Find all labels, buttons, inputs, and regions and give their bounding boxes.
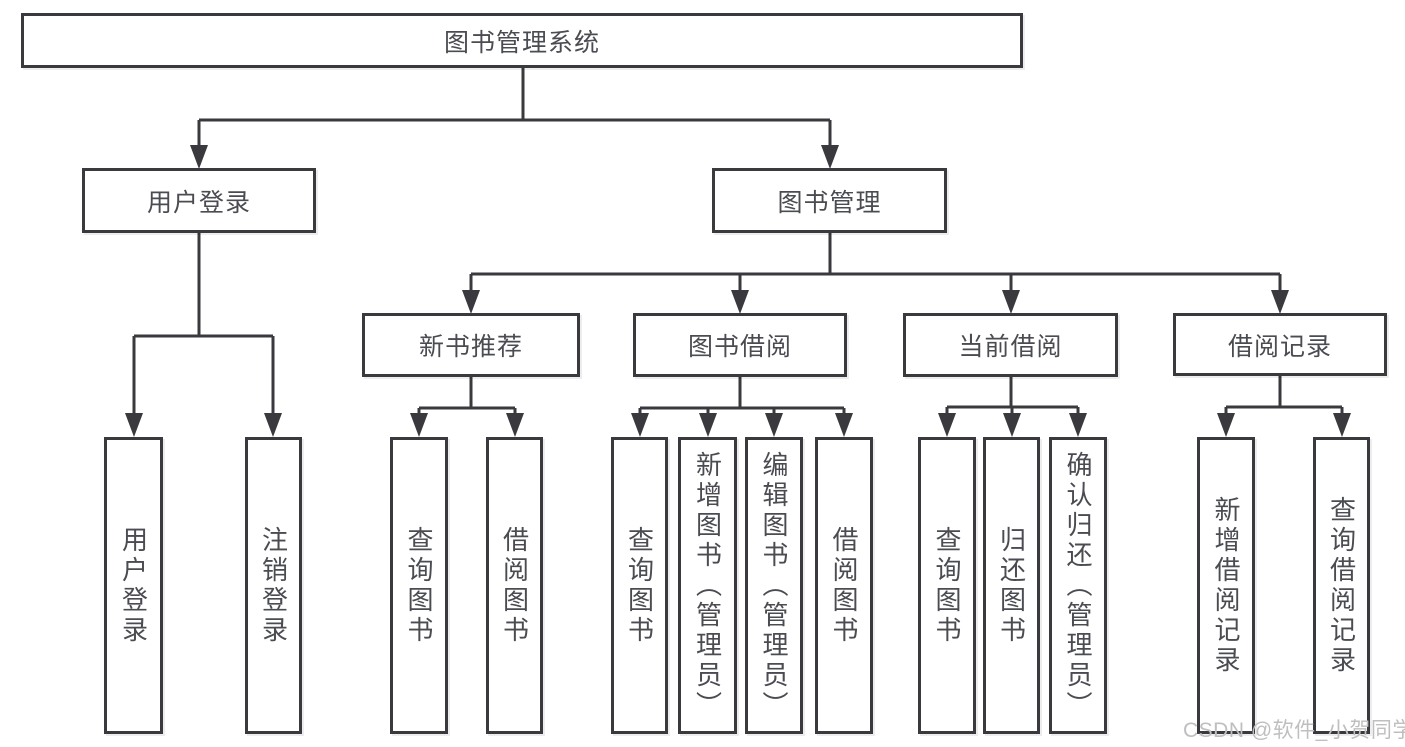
leaf-borrow-books-borrowing: 借阅图书 — [815, 437, 873, 734]
node-user-login: 用户登录 — [82, 168, 316, 233]
leaf-add-borrow-record: 新增借阅记录 — [1197, 437, 1255, 734]
leaf-label: 借阅图书 — [829, 525, 859, 646]
node-label: 图书借阅 — [687, 333, 792, 361]
node-label: 新书推荐 — [418, 333, 523, 361]
leaf-label: 借阅图书 — [499, 525, 530, 646]
node-label: 借阅记录 — [1227, 332, 1332, 361]
leaf-label: 查询图书 — [624, 525, 655, 646]
leaf-label: 归还图书 — [996, 525, 1027, 646]
leaf-add-books-admin: 新增图书（管理员） — [678, 437, 737, 734]
watermark-csdn: CSDN @软件_小贺同学 — [1183, 719, 1405, 742]
node-label: 用户登录 — [146, 188, 251, 217]
leaf-label: 确认归还（管理员） — [1063, 450, 1093, 721]
node-label: 当前借阅 — [958, 333, 1063, 361]
leaf-logout: 注销登录 — [245, 437, 302, 734]
leaf-return-books: 归还图书 — [983, 437, 1040, 734]
leaf-borrow-books-recommend: 借阅图书 — [486, 437, 543, 734]
node-library-management-system: 图书管理系统 — [21, 13, 1023, 68]
node-label: 图书管理 — [777, 188, 882, 217]
leaf-query-books-recommend: 查询图书 — [390, 437, 448, 734]
node-book-borrowing: 图书借阅 — [633, 313, 847, 377]
leaf-label: 注销登录 — [258, 525, 289, 646]
leaf-label: 新增借阅记录 — [1211, 495, 1241, 676]
leaf-query-books-current: 查询图书 — [918, 437, 976, 734]
node-label: 图书管理系统 — [443, 28, 600, 57]
node-book-management: 图书管理 — [712, 168, 947, 233]
leaf-edit-books-admin: 编辑图书（管理员） — [745, 437, 803, 734]
leaf-query-books-borrowing: 查询图书 — [611, 437, 668, 734]
leaf-label: 编辑图书（管理员） — [759, 450, 789, 721]
node-current-borrowing: 当前借阅 — [903, 313, 1118, 377]
leaf-label: 查询图书 — [404, 525, 434, 646]
leaf-user-login: 用户登录 — [104, 437, 163, 734]
leaf-query-borrow-record: 查询借阅记录 — [1313, 437, 1370, 734]
leaf-label: 查询图书 — [932, 525, 962, 646]
node-borrowing-records: 借阅记录 — [1173, 313, 1387, 376]
leaf-label: 新增图书（管理员） — [692, 450, 723, 721]
leaf-label: 查询借阅记录 — [1326, 495, 1357, 676]
leaf-label: 用户登录 — [118, 525, 149, 646]
node-new-book-recommendation: 新书推荐 — [362, 313, 580, 377]
leaf-confirm-return-admin: 确认归还（管理员） — [1049, 437, 1107, 734]
